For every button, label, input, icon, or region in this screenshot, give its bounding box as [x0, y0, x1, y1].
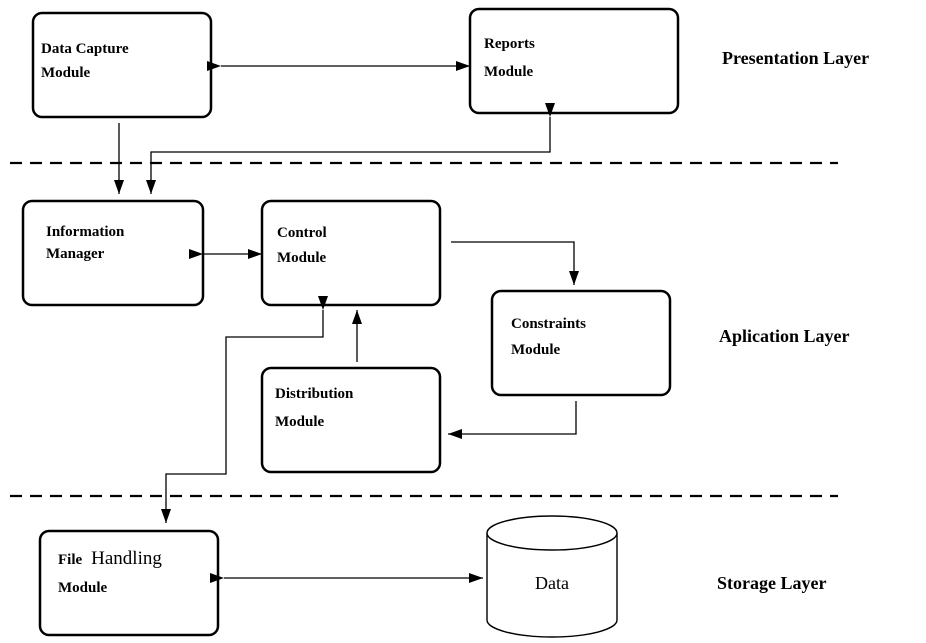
arrow-constraints-distribution	[448, 401, 577, 439]
arrow-reports-infomanager	[146, 103, 555, 194]
reports-label-line2: Module	[484, 64, 534, 80]
information-manager-label-line1: Information	[46, 224, 125, 240]
constraints-label-line2: Module	[511, 342, 561, 358]
constraints-label-line1: Constraints	[511, 316, 586, 332]
control-module: Control Module	[260, 199, 442, 307]
data-store-label: Data	[535, 573, 569, 593]
data-capture-module: Data Capture Module	[31, 11, 213, 119]
information-manager-module: Information Manager	[21, 199, 205, 307]
application-layer-label: Aplication Layer	[719, 326, 850, 346]
presentation-layer-label: Presentation Layer	[722, 48, 869, 68]
file-handling-module: File Handling Module	[38, 529, 220, 637]
control-label-line2: Module	[277, 250, 327, 266]
arrow-filehandling-control	[161, 296, 328, 523]
file-handling-label-line1: File Handling	[58, 548, 162, 569]
distribution-label-line1: Distribution	[275, 386, 354, 402]
data-store-cylinder: Data	[486, 515, 618, 638]
distribution-module: Distribution Module	[260, 366, 442, 474]
file-handling-label-plain: Handling	[91, 548, 162, 569]
reports-module: Reports Module	[468, 7, 680, 115]
file-handling-label-line2: Module	[58, 580, 108, 596]
arrow-control-constraints	[451, 241, 579, 285]
data-capture-label-line2: Module	[41, 65, 91, 81]
information-manager-label-line2: Manager	[46, 246, 105, 262]
file-handling-label-bold: File	[58, 552, 82, 568]
reports-label-line1: Reports	[484, 36, 535, 52]
storage-layer-label: Storage Layer	[717, 573, 826, 593]
data-capture-label-line1: Data Capture	[41, 41, 129, 57]
control-label-line1: Control	[277, 225, 327, 241]
constraints-module: Constraints Module	[490, 289, 672, 397]
distribution-label-line2: Module	[275, 414, 325, 430]
